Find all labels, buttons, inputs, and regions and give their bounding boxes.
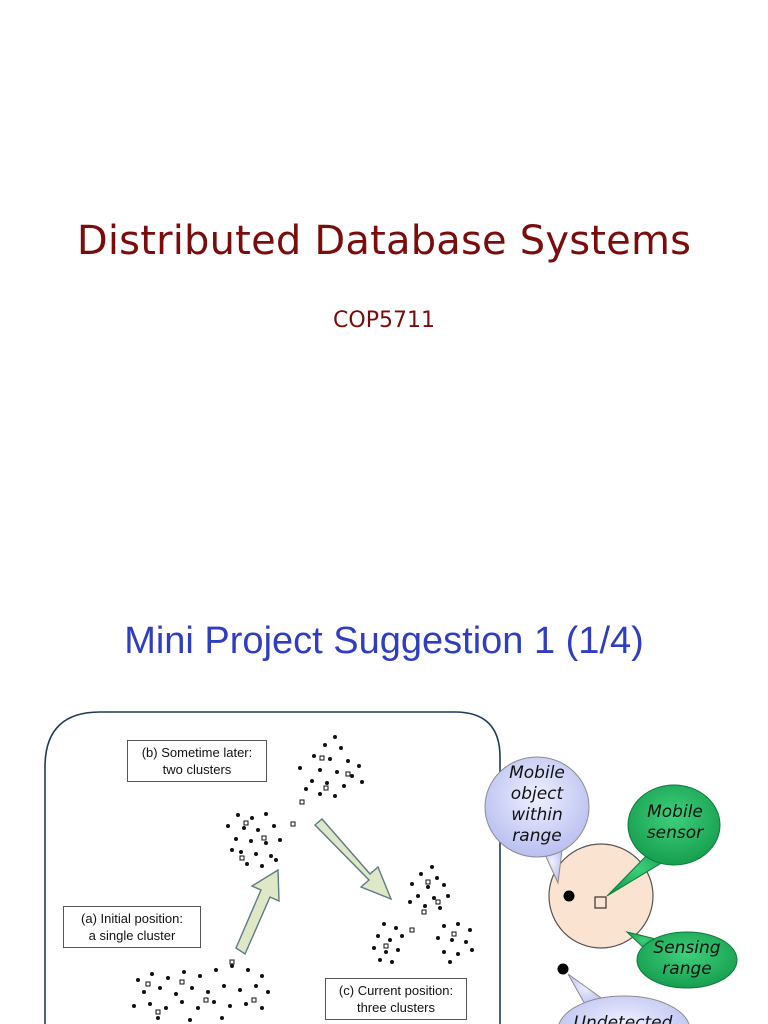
slide-title: Mini Project Suggestion 1 (1/4)	[124, 620, 644, 662]
bubble-line: Undetected	[573, 1013, 673, 1024]
undetected-object-point	[557, 963, 569, 975]
bubble-line: sensor	[646, 823, 704, 843]
sensing-range-label: Sensing range	[640, 938, 734, 980]
slide-2: Mini Project Suggestion 1 (1/4)	[0, 560, 768, 1024]
cluster-points	[132, 735, 474, 1022]
mobile-object-point	[563, 890, 575, 902]
bubble-line: within	[511, 805, 563, 825]
bubble-line: range	[662, 959, 712, 979]
cluster-markers	[145, 755, 457, 1015]
figure-frame	[44, 711, 501, 1024]
mobile-object-callout	[484, 756, 590, 885]
label-line: two clusters	[162, 762, 232, 777]
label-sometime-later: (b) Sometime later: two clusters	[127, 740, 267, 782]
slide-1: Distributed Database Systems COP5711	[76, 218, 692, 333]
mobile-sensor-callout	[606, 784, 721, 897]
mobile-sensor-marker	[594, 896, 607, 909]
slide-subtitle: COP5711	[333, 308, 435, 333]
label-line: (c) Current position:	[338, 983, 454, 998]
sensing-range-circle	[548, 843, 654, 949]
label-line: (b) Sometime later:	[141, 745, 253, 760]
arrow-down-right	[313, 818, 393, 901]
bubble-line: object	[510, 784, 564, 804]
sensing-range-callout	[625, 931, 738, 989]
bubble-line: Mobile	[509, 763, 565, 783]
arrow-up-right	[235, 868, 280, 956]
bubble-line: range	[512, 826, 562, 846]
label-line: (a) Initial position:	[81, 911, 183, 926]
figure-canvas	[44, 711, 738, 1024]
label-initial-position: (a) Initial position: a single cluster	[63, 906, 201, 948]
undetected-callout	[558, 973, 690, 1024]
label-line: a single cluster	[88, 928, 176, 943]
mobile-object-label: Mobile object within range	[485, 763, 589, 847]
mobile-sensor-label: Mobile sensor	[628, 802, 722, 844]
slide-title: Distributed Database Systems	[76, 218, 692, 264]
label-line: three clusters	[356, 1000, 436, 1015]
bubble-line: Mobile	[647, 802, 703, 822]
undetected-label: Undetected	[560, 1013, 686, 1024]
label-current-position: (c) Current position: three clusters	[325, 978, 467, 1020]
bubble-line: Sensing	[653, 938, 721, 958]
